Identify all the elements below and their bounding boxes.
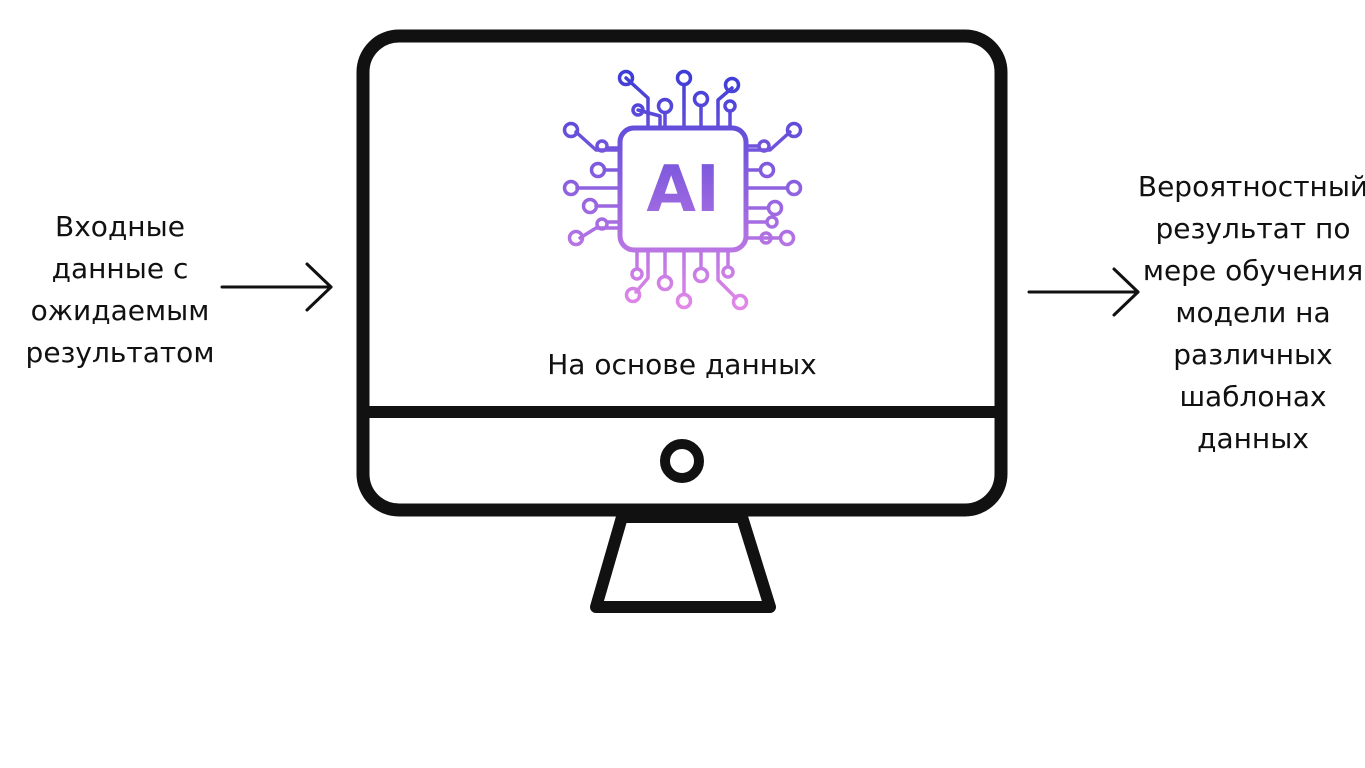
- chip-top-traces: [617, 69, 741, 130]
- chip-right-traces: [744, 121, 803, 247]
- ai-chip-icon: AI: [562, 69, 803, 311]
- output-label: Вероятностный результат по мере обучения…: [1137, 170, 1365, 455]
- screen-caption: На основе данных: [547, 348, 817, 381]
- output-arrow: [1027, 267, 1140, 317]
- chip-left-traces: [562, 121, 622, 247]
- input-arrow: [220, 262, 333, 312]
- chip-label: AI: [646, 153, 719, 227]
- input-label: Входные данные с ожидаемым результатом: [25, 210, 215, 369]
- monitor-frame: [356, 29, 1008, 517]
- monitor: [356, 29, 1008, 613]
- monitor-power-button: [660, 439, 704, 483]
- chip-bottom-traces: [624, 248, 749, 311]
- monitor-stand: [590, 511, 776, 613]
